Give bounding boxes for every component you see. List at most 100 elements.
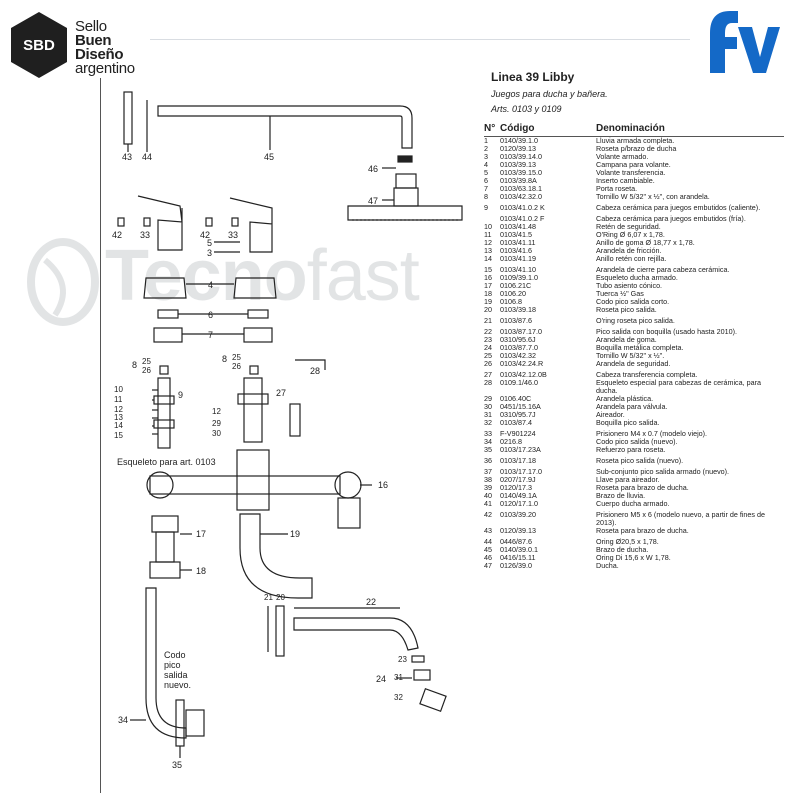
part-number: 32 (484, 418, 492, 427)
callout-25a: 25 (142, 357, 151, 366)
part-name: Anillo de goma Ø 18,77 x 1,78. (596, 238, 695, 247)
part-16-inlet-right (334, 471, 362, 499)
callout-34: 34 (118, 715, 128, 725)
part-number: 39 (484, 483, 492, 492)
part-number: 31 (484, 410, 492, 419)
part-code: 0140/39.1.0 (500, 136, 538, 145)
part-number: 47 (484, 561, 492, 570)
part-code: 0103/42.12.0B (500, 370, 547, 379)
part-number: 10 (484, 222, 492, 231)
part-number: 37 (484, 467, 492, 476)
part-code: 0120/39.13 (500, 526, 536, 535)
part-number: 29 (484, 394, 492, 403)
callout-19: 19 (290, 529, 300, 539)
part-name: Boquilla pico salida. (596, 418, 660, 427)
callout-12: 12 (114, 405, 123, 414)
part-code: 0103/39.14.0 (500, 152, 542, 161)
part-code: 0120/17.3 (500, 483, 532, 492)
part-code: 0103/87.6 (500, 316, 532, 325)
callout-26b: 26 (232, 362, 241, 371)
part-code: 0103/87.17.0 (500, 327, 542, 336)
callout-45: 45 (264, 152, 274, 162)
part-33-screw-b (231, 217, 239, 227)
callout-32: 32 (394, 693, 403, 702)
part-19-short-elbow (239, 513, 313, 599)
part-code: 0106.8 (500, 297, 522, 306)
header-name: Denominación (596, 124, 784, 137)
part-number: 35 (484, 445, 492, 454)
callout-11: 11 (114, 395, 123, 404)
part-9-cartridge (157, 377, 171, 449)
part-name: Arandela plástica. (596, 394, 654, 403)
callout-6: 6 (208, 310, 213, 320)
part-28-skeleton-special (289, 403, 301, 437)
callout-27: 27 (276, 388, 286, 398)
part-35-rosette-support (175, 699, 185, 747)
product-articles: Arts. 0103 y 0109 (491, 104, 562, 114)
fv-brand-logo (710, 11, 780, 73)
part-number: 22 (484, 327, 492, 336)
part-16-skeleton-body (236, 449, 270, 511)
part-code: 0120/39.13 (500, 144, 536, 153)
part-name: Arandela de seguridad. (596, 359, 671, 368)
part-number: 2 (484, 144, 488, 153)
part-name: Inserto cambiable. (596, 176, 655, 185)
callout-23: 23 (398, 655, 407, 664)
callout-30: 30 (212, 429, 221, 438)
part-code: 0106.20 (500, 289, 526, 298)
part-7-holder-left (153, 327, 183, 343)
sbd-line-sello: Sello (75, 18, 107, 35)
part-name: Arandela de cierre para cabeza cerámica. (596, 265, 730, 274)
part-number: 18 (484, 289, 492, 298)
header-code: Código (500, 124, 596, 137)
callout-7: 7 (208, 330, 213, 340)
part-code: 0103/39.15.0 (500, 168, 542, 177)
part-number: 5 (484, 168, 488, 177)
part-name: Arandela de fricción. (596, 246, 662, 255)
part-name: Oring Di 15,6 x W 1,78. (596, 553, 671, 562)
part-code: 0103/17.18 (500, 456, 536, 465)
part-code: 0103/39.20 (500, 510, 536, 519)
codo-label-3: salida (164, 670, 188, 680)
exploded-parts-diagram: 43 44 45 46 47 42 33 42 33 5 3 4 6 7 8 2… (112, 91, 463, 770)
part-4-cap-right (233, 277, 277, 299)
callout-21: 21 (264, 593, 273, 602)
callout-46: 46 (368, 164, 378, 174)
part-25-screw-a (159, 365, 169, 375)
callout-15: 15 (114, 431, 123, 440)
callout-42b: 42 (200, 230, 210, 240)
part-code: 0103/17.23A (500, 445, 541, 454)
callout-31: 31 (394, 673, 403, 682)
part-17-cone-tube (155, 531, 175, 563)
part-3-handle-left (137, 195, 183, 251)
part-name: Prisionero M4 x 0.7 (modelo viejo). (596, 429, 708, 438)
part-name: Roseta para brazo de ducha. (596, 526, 689, 535)
part-number: 33 (484, 429, 492, 438)
part-code: 0103/41.19 (500, 254, 536, 263)
part-number: 42 (484, 510, 492, 519)
part-code: 0103/42.32.0 (500, 192, 542, 201)
part-name: Arandela de goma. (596, 335, 657, 344)
part-code: 0216.8 (500, 437, 522, 446)
part-name: Volante armado. (596, 152, 649, 161)
part-code: 0207/17.9J (500, 475, 536, 484)
part-number: 45 (484, 545, 492, 554)
part-code: 0140/39.0.1 (500, 545, 538, 554)
part-name: Cabeza cerámica para juegos embutidos (f… (596, 214, 746, 223)
part-number: 34 (484, 437, 492, 446)
part-name: Llave para aireador. (596, 475, 660, 484)
part-32-nozzle (419, 687, 447, 713)
